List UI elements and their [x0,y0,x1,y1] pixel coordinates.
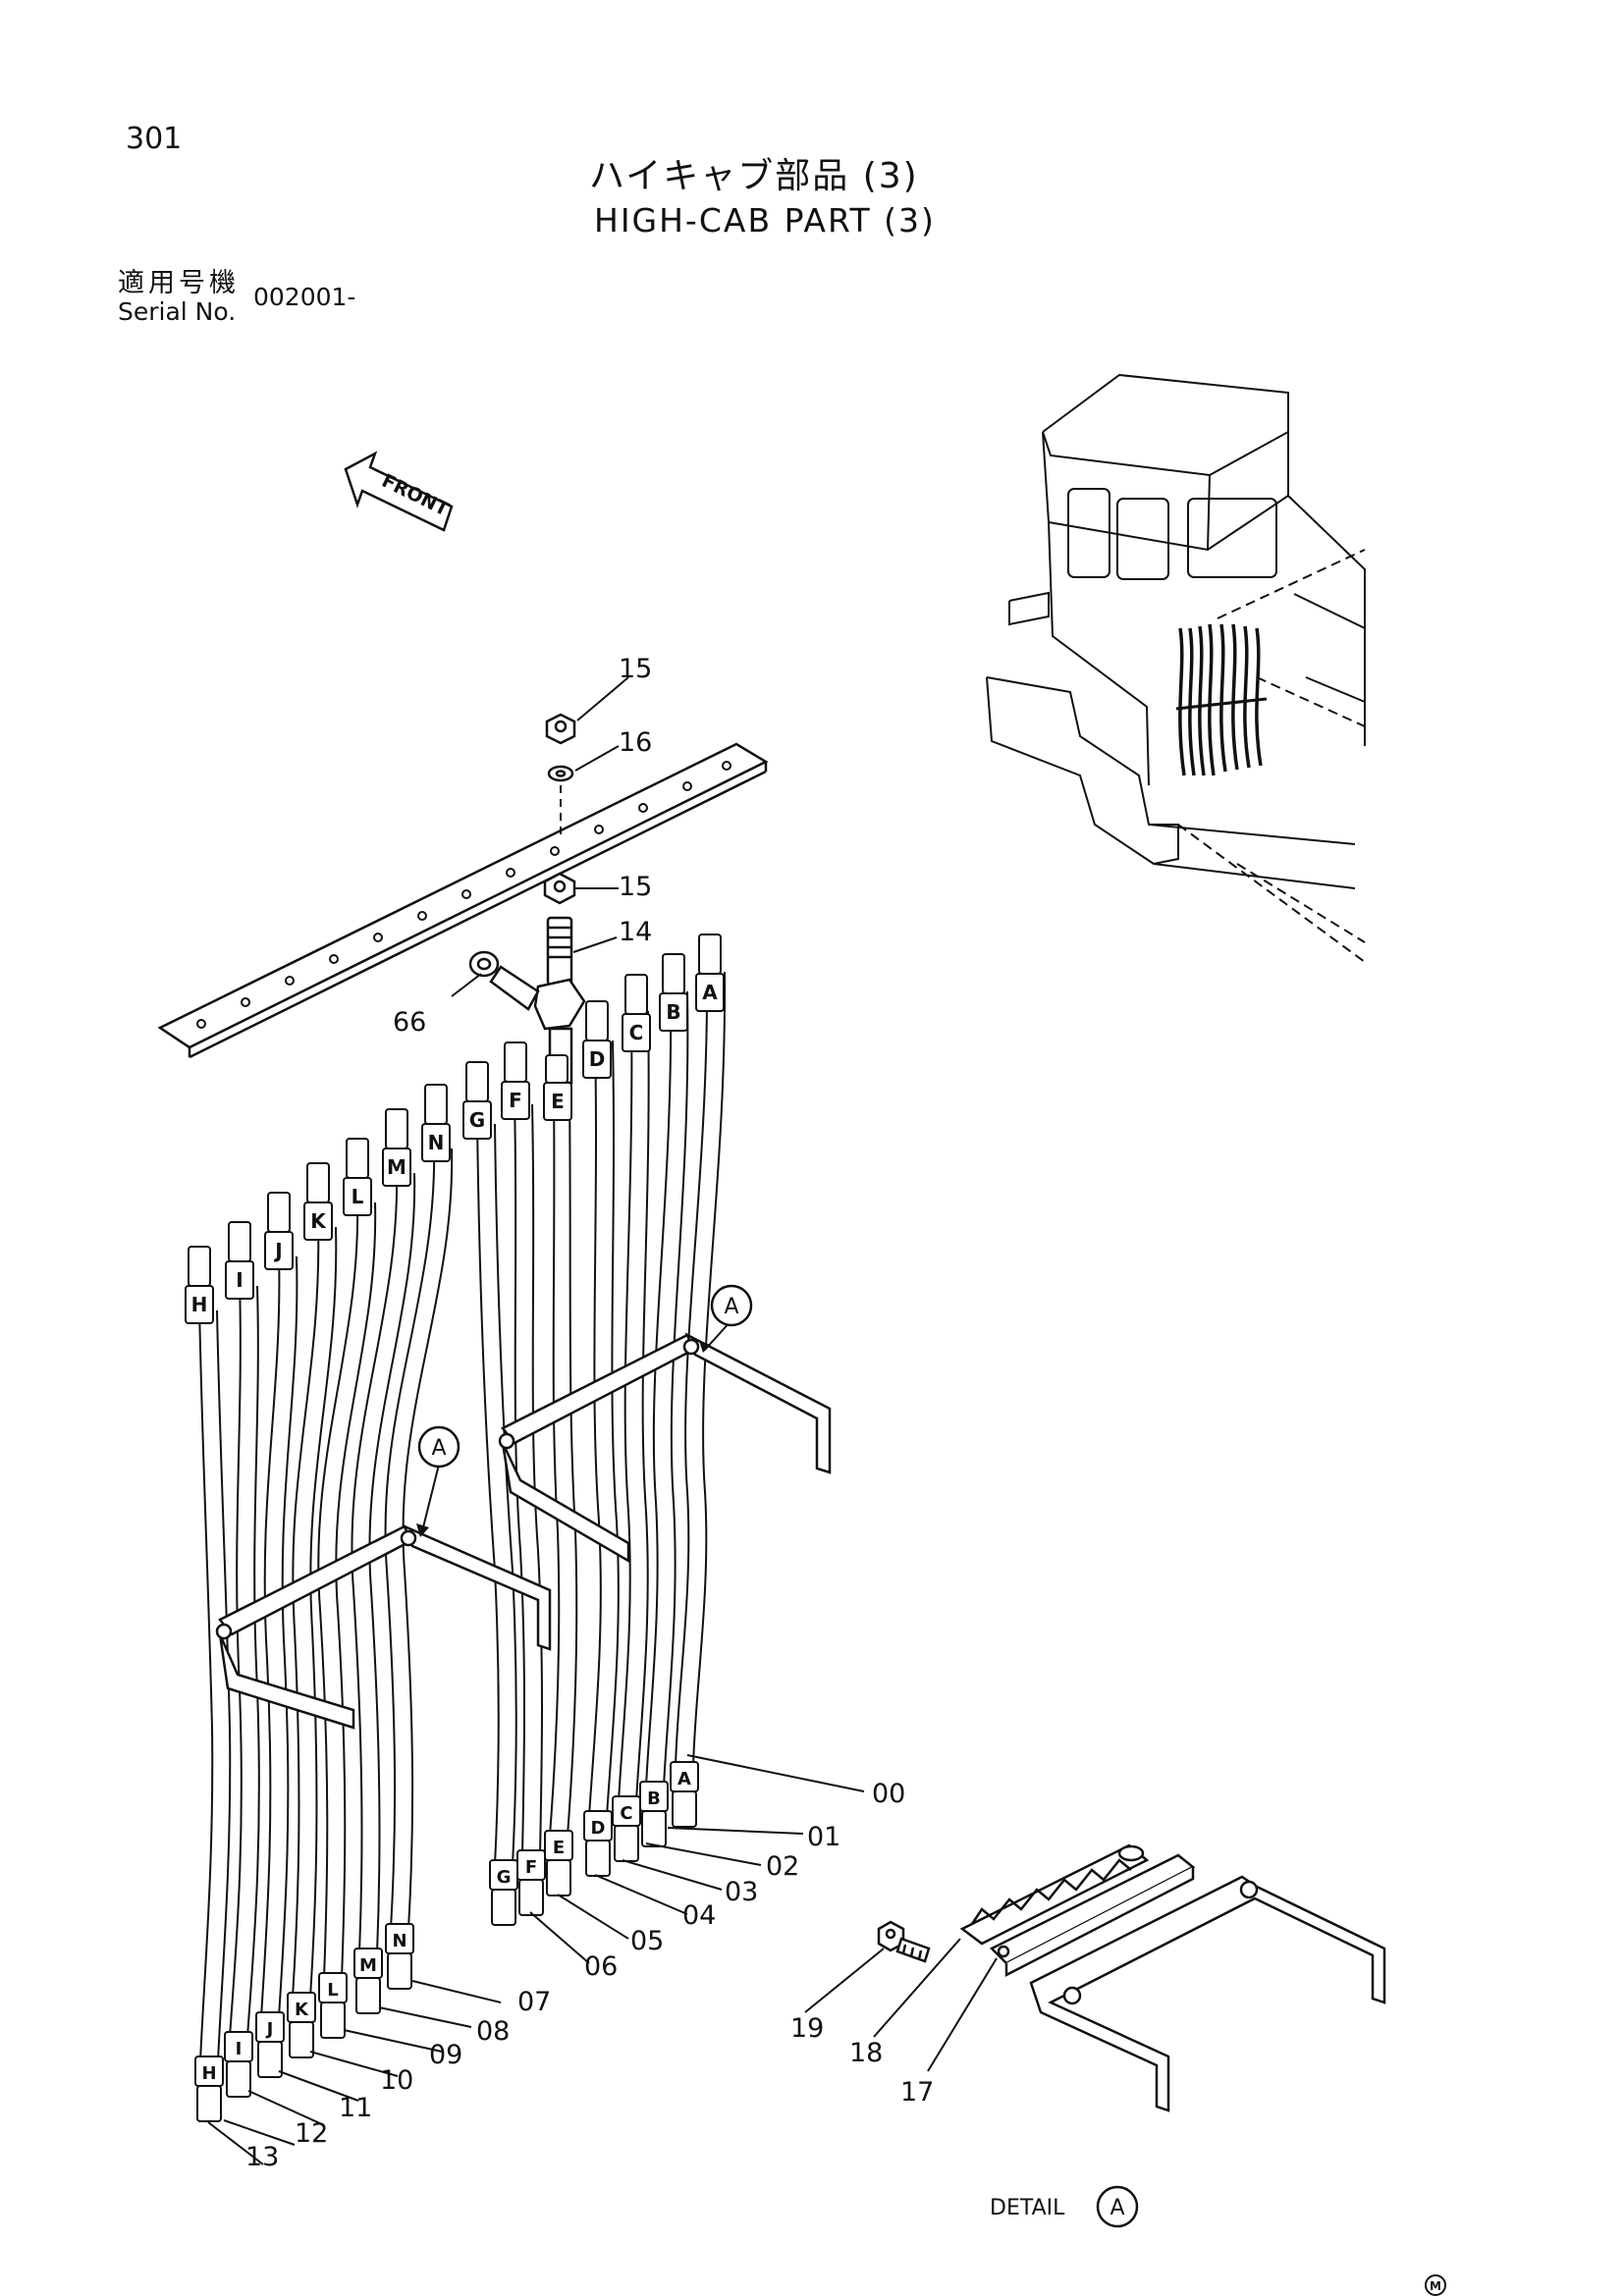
hose-tag-bottom-n: N [392,1931,406,1951]
clamp-strip [959,1843,1150,1946]
hose-tag-bottom-e: E [553,1838,565,1858]
callout-a-lower-label: A [431,1436,446,1461]
detail-a-assembly [877,1843,1386,2112]
part-label-04: 04 [682,1900,716,1931]
hose-letter-tags: A B C D E F G N M L K J I H [191,981,719,1316]
hose-tag-g: G [469,1108,485,1132]
part-label-01: 01 [807,1822,840,1852]
hose-tag-bottom-b: B [647,1789,661,1809]
hose-tag-a: A [702,981,718,1004]
hose-tag-m: M [387,1155,406,1179]
hose-top-fittings [185,934,725,1324]
hose-tag-bottom-k: K [295,2000,309,2020]
hose-tag-e: E [551,1090,565,1113]
page-number: 301 [126,122,183,156]
leader-lines [207,676,998,2165]
hose-tag-bottom-d: D [591,1818,606,1839]
serial-label-english: Serial No. [118,297,237,326]
serial-number-value: 002001- [253,283,356,311]
serial-label-japanese: 適用号機 [118,268,240,298]
part-label-16: 16 [619,727,652,758]
hose-tag-d: D [589,1047,606,1071]
part-label-10: 10 [380,2065,413,2096]
hose-tag-f: F [509,1089,522,1112]
page-title-english: HIGH-CAB PART (3) [594,201,936,240]
callout-a-upper-label: A [724,1295,738,1319]
front-arrow: FRONT [344,451,454,532]
hose-tag-k: K [310,1209,327,1233]
part-label-12: 12 [295,2118,328,2149]
part-label-03: 03 [725,1877,758,1907]
part-label-15-top: 15 [619,654,652,684]
bolt [877,1920,931,1963]
circled-m-mark: M [1425,2274,1446,2296]
detail-a-label: DETAIL A [990,2185,1139,2228]
tee-body [533,978,586,1031]
hose-tag-bottom-f: F [525,1857,537,1878]
part-label-07: 07 [517,1987,551,2017]
callout-a-lower: A [416,1425,460,1537]
hose-tag-b: B [666,1000,680,1024]
part-label-15-lower: 15 [619,872,652,902]
circled-m-text: M [1430,2279,1441,2293]
part-label-13: 13 [245,2142,279,2172]
hose-tag-j: J [273,1239,282,1262]
part-label-18: 18 [849,2038,883,2068]
part-label-17: 17 [900,2077,934,2108]
part-label-02: 02 [766,1851,799,1882]
part-label-06: 06 [584,1951,618,1982]
hose-tag-bottom-h: H [201,2063,216,2084]
part-label-11: 11 [339,2093,372,2123]
part-label-19: 19 [790,2013,824,2044]
hose-tag-i: I [236,1268,243,1292]
hose-brackets [215,1332,832,1730]
hose-tag-bottom-a: A [677,1769,691,1789]
hose-tag-c: C [629,1021,644,1044]
tee-branch [489,965,540,1011]
hose-tag-h: H [191,1293,208,1316]
callout-a-upper: A [699,1284,753,1353]
hose-letter-tags-bottom: A B C D E F G N M L K J I H [201,1769,691,2084]
part-number-labels: 15 16 15 14 66 00 01 02 03 04 05 06 07 0… [245,654,934,2172]
hose-tag-bottom-j: J [265,2019,274,2040]
page-title-japanese: ハイキャブ部品 (3) [589,156,919,196]
mounting-plate [157,742,769,1059]
part-label-66: 66 [393,1007,426,1038]
hose-tag-l: L [352,1185,364,1208]
hose-tag-bottom-c: C [620,1803,632,1824]
hose-tag-bottom-m: M [359,1955,377,1976]
detail-label-text: DETAIL [990,2196,1065,2220]
hose-tag-bottom-g: G [497,1867,512,1888]
hose-tag-n: N [428,1131,445,1154]
hose-tag-bottom-i: I [236,2039,243,2059]
u-bracket [1029,1875,1386,2112]
part-label-09: 09 [429,2040,462,2070]
detail-marker: A [1110,2196,1124,2220]
hose-tag-bottom-l: L [327,1980,338,2001]
part-label-00: 00 [872,1779,905,1809]
part-label-08: 08 [476,2016,510,2047]
part-label-05: 05 [630,1926,664,1956]
part-label-14: 14 [619,917,652,947]
cab-inset-view [986,373,1366,963]
hose-bottom-fittings [194,1761,699,2122]
